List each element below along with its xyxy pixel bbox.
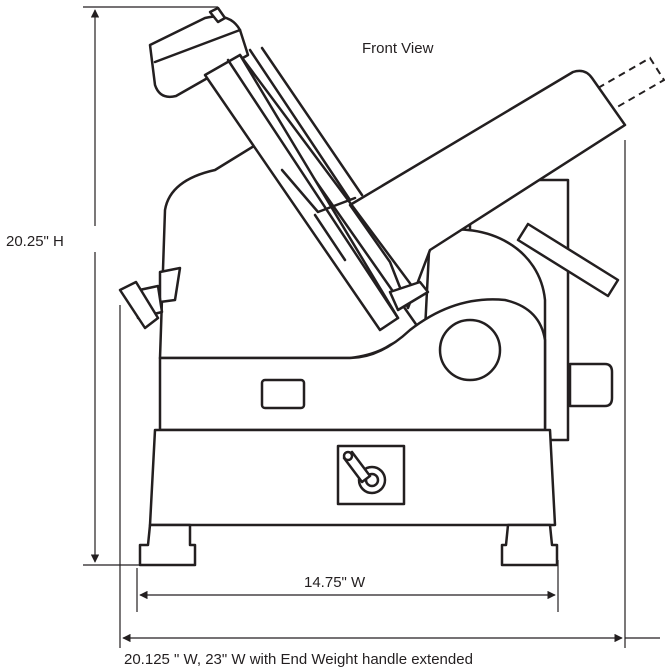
left-foot <box>138 523 197 567</box>
end-weight-handle <box>516 222 620 298</box>
base-width-label: 14.75" W <box>304 574 366 591</box>
end-weight-handle-extended-outline <box>597 56 665 111</box>
thickness-knob <box>118 266 182 330</box>
motor-knob <box>568 362 614 408</box>
view-label: Front View <box>362 40 434 57</box>
motor-hub <box>438 318 502 382</box>
height-dimension: 20.25" H <box>6 6 218 566</box>
right-foot <box>500 523 559 567</box>
carriage-tray <box>348 69 627 310</box>
base-width-dimension: 14.75" W <box>136 560 559 612</box>
overall-width-label: 20.125 " W, 23" W with End Weight handle… <box>124 651 473 668</box>
slicer-machine <box>118 6 665 567</box>
power-switch <box>336 444 406 506</box>
height-label: 20.25" H <box>6 233 64 250</box>
overall-width-dimension: 20.125 " W, 23" W with End Weight handle… <box>119 140 660 668</box>
indicator-window <box>260 378 306 410</box>
push-arm <box>248 46 364 202</box>
blade-sharpener-assembly <box>148 6 430 332</box>
